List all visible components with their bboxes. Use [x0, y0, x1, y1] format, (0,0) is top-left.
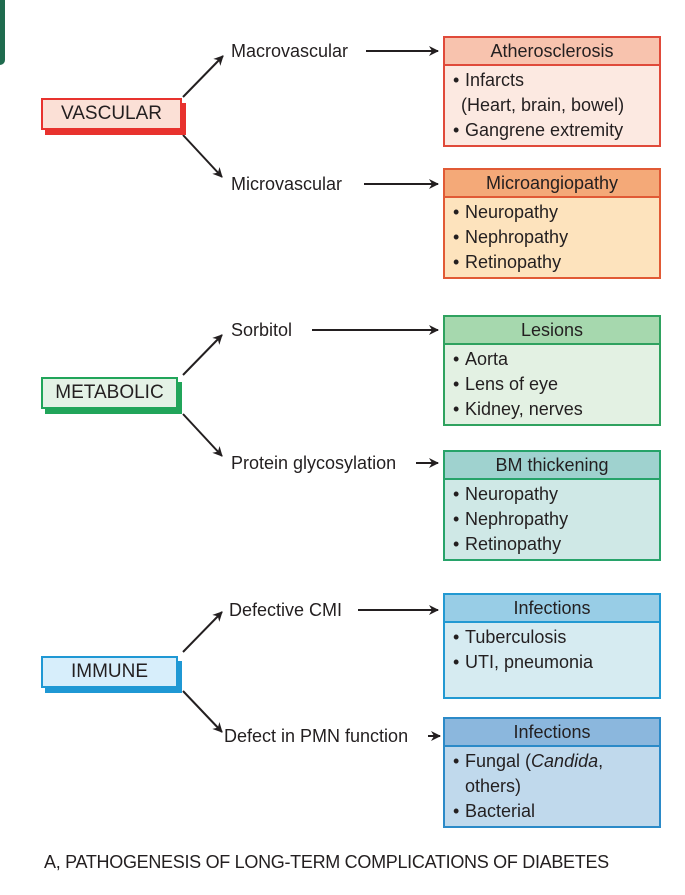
outcome-atherosclerosis: Atherosclerosis Infarcts(Heart, brain, b…	[443, 36, 661, 147]
corner-tab	[0, 0, 5, 65]
arrow-immune-to-cmi	[182, 611, 223, 653]
arrow-vascular-to-macro	[182, 55, 224, 98]
mechanism-defective-cmi: Defective CMI	[229, 600, 343, 620]
outcome-item: Retinopathy	[453, 250, 653, 275]
category-label: IMMUNE	[70, 661, 149, 682]
outcome-title: Lesions	[445, 317, 659, 345]
category-label: METABOLIC	[55, 382, 164, 403]
mechanism-microvascular: Microvascular	[231, 174, 343, 194]
outcome-item: Tuberculosis	[453, 625, 653, 650]
outcome-item: Retinopathy	[453, 532, 653, 557]
outcome-item: Infarcts(Heart, brain, bowel)	[453, 68, 653, 118]
outcome-bm-thickening: BM thickening Neuropathy Nephropathy Ret…	[443, 450, 661, 561]
outcome-item: Neuropathy	[453, 482, 653, 507]
category-label: VASCULAR	[60, 103, 162, 124]
category-vascular: VASCULAR	[41, 98, 182, 130]
outcome-item: Kidney, nerves	[453, 397, 653, 422]
outcome-item: Neuropathy	[453, 200, 653, 225]
mechanism-pmn-defect: Defect in PMN function	[224, 726, 409, 746]
outcome-item: Gangrene extremity	[453, 118, 653, 143]
outcome-item: Aorta	[453, 347, 653, 372]
outcome-infections-cmi: Infections Tuberculosis UTI, pneumonia	[443, 593, 661, 699]
mechanism-sorbitol: Sorbitol	[231, 320, 293, 340]
outcome-microangiopathy: Microangiopathy Neuropathy Nephropathy R…	[443, 168, 661, 279]
outcome-item: Nephropathy	[453, 507, 653, 532]
figure-caption: A, PATHOGENESIS OF LONG-TERM COMPLICATIO…	[44, 852, 609, 872]
arrow-metabolic-to-sorbitol	[182, 334, 223, 376]
arrow-immune-to-pmn	[182, 690, 223, 733]
arrow-vascular-to-micro	[182, 134, 223, 178]
outcome-item: Nephropathy	[453, 225, 653, 250]
outcome-title: Microangiopathy	[445, 170, 659, 198]
arrow-metabolic-to-glycosylation	[182, 413, 223, 457]
outcome-item: Fungal (Candida,others)	[453, 749, 653, 799]
mechanism-protein-glycosylation: Protein glycosylation	[231, 453, 397, 473]
outcome-title: BM thickening	[445, 452, 659, 480]
outcome-item: UTI, pneumonia	[453, 650, 653, 675]
outcome-lesions: Lesions Aorta Lens of eye Kidney, nerves	[443, 315, 661, 426]
outcome-item: Bacterial	[453, 799, 653, 824]
category-metabolic: METABOLIC	[41, 377, 178, 409]
outcome-title: Infections	[445, 595, 659, 623]
outcome-title: Atherosclerosis	[445, 38, 659, 66]
outcome-title: Infections	[445, 719, 659, 747]
category-immune: IMMUNE	[41, 656, 178, 688]
outcome-item: Lens of eye	[453, 372, 653, 397]
mechanism-macrovascular: Macrovascular	[231, 41, 349, 61]
outcome-infections-pmn: Infections Fungal (Candida,others) Bacte…	[443, 717, 661, 828]
